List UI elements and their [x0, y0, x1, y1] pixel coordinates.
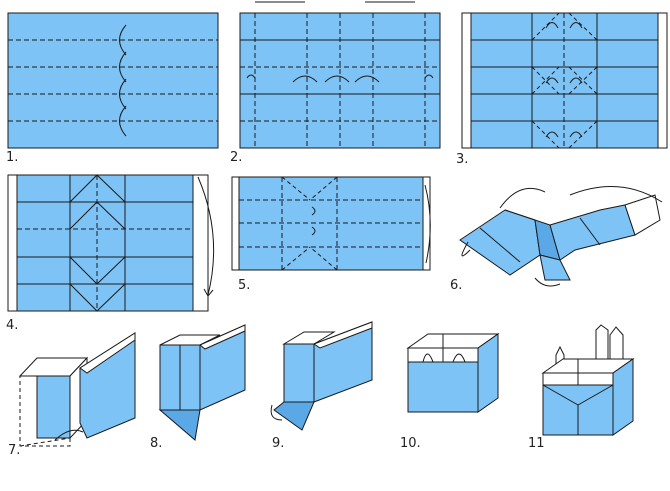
- step-10-number: 10.: [400, 436, 421, 451]
- step-4-number: 4.: [6, 318, 19, 333]
- step-6-number: 6.: [450, 278, 463, 293]
- step-11-number: 11: [528, 436, 545, 451]
- step-8: [155, 324, 250, 445]
- step-6: [450, 180, 665, 290]
- step-4: [7, 174, 223, 315]
- step-10-figure: [406, 333, 500, 413]
- step-5: [231, 176, 437, 273]
- step-1-figure: [7, 12, 219, 149]
- step-1-number: 1.: [6, 150, 19, 165]
- step-10: [403, 326, 503, 416]
- step-2-figure: [239, 1, 441, 149]
- step-2-number: 2.: [230, 150, 243, 165]
- step-7-figure: [18, 332, 136, 447]
- step-2: [235, 0, 445, 149]
- step-5-figure: [231, 176, 431, 271]
- step-6-figure: [459, 186, 663, 287]
- step-3-figure: [461, 12, 668, 149]
- step-9: [270, 320, 382, 440]
- step-3: [461, 12, 668, 149]
- step-4-figure: [7, 174, 215, 312]
- step-7: [15, 328, 136, 448]
- step-1: [7, 12, 219, 149]
- step-11: [538, 324, 648, 440]
- step-3-number: 3.: [456, 152, 469, 167]
- step-8-figure: [158, 324, 246, 441]
- step-5-number: 5.: [238, 278, 251, 293]
- step-9-number: 9.: [272, 436, 285, 451]
- step-8-number: 8.: [150, 436, 163, 451]
- step-9-figure: [270, 321, 373, 431]
- step-11-figure: [541, 324, 635, 436]
- step-7-number: 7.: [8, 443, 21, 458]
